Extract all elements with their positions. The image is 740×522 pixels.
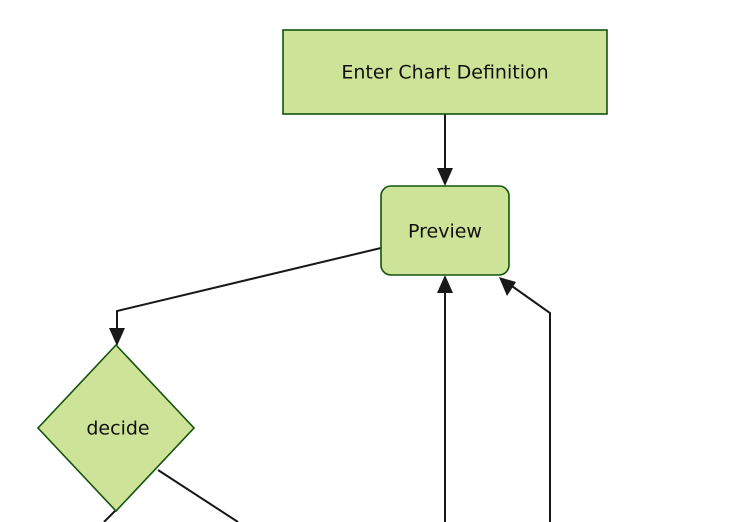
edge-offscreen-right-to-preview [499,277,551,522]
edge-enter-to-preview [437,114,453,186]
node-shape-rounded-rectangle [380,185,510,276]
arrowhead-icon [437,168,453,186]
node-preview[interactable]: Preview [380,185,510,276]
edge-preview-to-decide [109,247,382,346]
node-label-decide: decide [86,418,149,440]
arrowhead-icon [109,328,125,346]
arrowhead-icon [499,277,516,296]
node-enter-chart-definition[interactable]: Enter Chart Definition [282,29,608,115]
node-label-enter-chart-definition: Enter Chart Definition [341,62,548,84]
edge-offscreen-center-to-preview [437,275,453,522]
node-shape-diamond [36,343,196,513]
edge-line [103,509,117,522]
node-decide[interactable]: decide [36,343,196,513]
node-shape-rectangle [282,29,608,115]
edge-line [157,469,239,522]
edge-decide-to-offscreen-left [103,509,117,522]
edge-line [116,247,382,335]
node-label-preview: Preview [408,221,482,243]
edge-decide-to-offscreen-right [157,469,239,522]
arrowhead-icon [437,275,453,293]
edge-line [508,283,551,522]
